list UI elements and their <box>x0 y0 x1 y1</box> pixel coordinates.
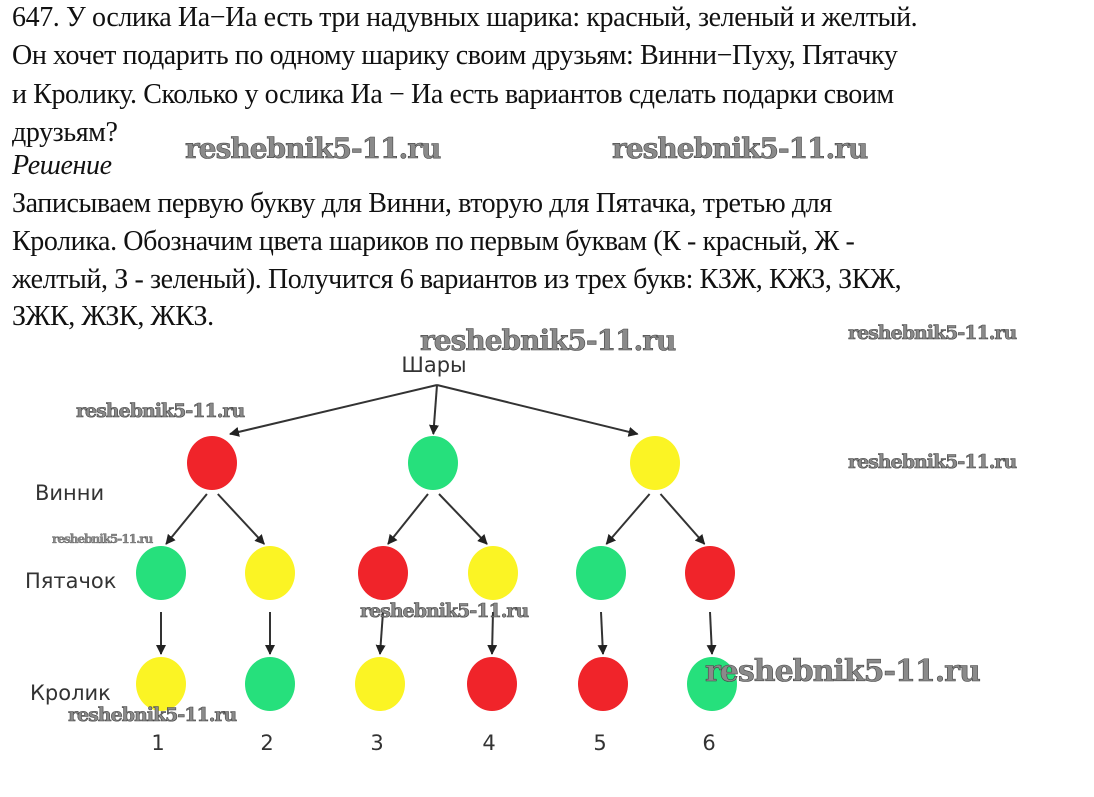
vinni-red-balloon <box>187 436 237 490</box>
solution-heading: Решение <box>12 150 112 181</box>
variant-number: 6 <box>702 731 715 755</box>
tree-arrow <box>438 493 488 545</box>
krolik-red-balloon <box>578 657 628 711</box>
krolik-green-balloon <box>687 657 737 711</box>
solution-line: ЗЖК, ЖЗК, ЖКЗ. <box>12 301 214 332</box>
watermark: reshebnik5-11.ru <box>76 400 246 423</box>
watermark: reshebnik5-11.ru <box>360 600 530 623</box>
tree-arrow <box>436 384 639 437</box>
watermark: reshebnik5-11.ru <box>52 532 154 546</box>
solution-line: желтый, З - зеленый). Получится 6 вариан… <box>12 264 902 295</box>
tree-arrow <box>605 493 651 545</box>
pyatachok-red-balloon <box>685 546 735 600</box>
vinni-yellow-balloon <box>630 436 680 490</box>
krolik-red-balloon <box>467 657 517 711</box>
krolik-yellow-balloon <box>355 657 405 711</box>
level-label-krolik: Кролик <box>30 681 111 705</box>
watermark: reshebnik5-11.ru <box>68 704 238 727</box>
variant-number: 1 <box>151 731 164 755</box>
variant-number: 2 <box>260 731 273 755</box>
tree-arrow <box>229 384 438 437</box>
watermark: reshebnik5-11.ru <box>612 132 869 166</box>
root-label: Шары <box>401 353 466 377</box>
tree-arrow <box>217 493 265 545</box>
pyatachok-green-balloon <box>136 546 186 600</box>
watermark: reshebnik5-11.ru <box>420 324 677 358</box>
watermark: reshebnik5-11.ru <box>185 132 442 166</box>
problem-line: друзьям? <box>12 117 118 148</box>
variant-number: 5 <box>593 731 606 755</box>
pyatachok-red-balloon <box>358 546 408 600</box>
tree-arrow <box>165 493 208 545</box>
watermark: reshebnik5-11.ru <box>705 654 981 690</box>
problem-line: 647. У ослика Иа−Иа есть три надувных ша… <box>12 2 918 33</box>
level-label-vinni: Винни <box>35 481 104 505</box>
tree-arrow <box>375 611 386 655</box>
watermark: reshebnik5-11.ru <box>848 322 1018 345</box>
solution-line: Кролика. Обозначим цвета шариков по перв… <box>12 226 855 257</box>
watermark: reshebnik5-11.ru <box>848 451 1018 474</box>
tree-arrow <box>487 611 498 655</box>
solution-line: Записываем первую букву для Винни, втору… <box>12 188 832 219</box>
pyatachok-yellow-balloon <box>245 546 295 600</box>
problem-line: и Кролику. Сколько у ослика Иа − Иа есть… <box>12 79 894 110</box>
problem-line: Он хочет подарить по одному шарику своим… <box>12 40 898 71</box>
pyatachok-yellow-balloon <box>468 546 518 600</box>
krolik-green-balloon <box>245 657 295 711</box>
tree-arrow <box>597 611 608 655</box>
tree-arrow <box>429 384 439 435</box>
krolik-yellow-balloon <box>136 657 186 711</box>
tree-arrow <box>659 493 706 545</box>
vinni-green-balloon <box>408 436 458 490</box>
pyatachok-green-balloon <box>576 546 626 600</box>
variant-number: 4 <box>482 731 495 755</box>
variant-number: 3 <box>370 731 383 755</box>
tree-arrow <box>706 611 717 655</box>
level-label-pyatachok: Пятачок <box>25 569 116 593</box>
tree-arrow <box>387 493 429 545</box>
